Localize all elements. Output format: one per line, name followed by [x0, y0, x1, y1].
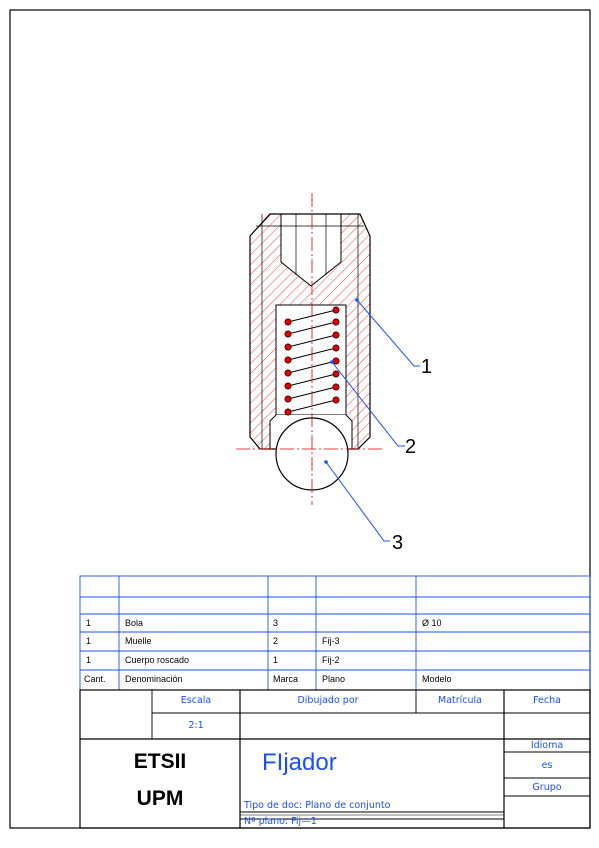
drawing-number: Nº plano: Fij—1	[244, 816, 317, 827]
center-lines	[236, 193, 385, 505]
spring-wire-sections	[284, 306, 340, 416]
section-view	[236, 193, 385, 505]
row-1-quantity: 1	[86, 618, 92, 628]
header-mark: Marca	[273, 674, 299, 684]
row-2-mark: 2	[273, 636, 279, 646]
language-value: es	[541, 760, 553, 771]
row-2-name: Muelle	[125, 636, 152, 646]
leader-lines	[325, 299, 420, 542]
row-3-quantity: 1	[86, 655, 92, 665]
header-quantity: Cant.	[84, 674, 106, 684]
drawing-title: FIjador	[262, 749, 337, 776]
balloon-2: 2	[405, 436, 417, 458]
date-label: Fecha	[533, 695, 561, 706]
parts-list-grid	[79, 575, 591, 691]
row-2-sheet: Fij-3	[322, 636, 340, 646]
row-3-name: Cuerpo roscado	[125, 655, 190, 665]
row-3-sheet: Fij-2	[322, 655, 340, 665]
header-model: Modelo	[422, 674, 452, 684]
header-sheet: Plano	[322, 674, 346, 684]
balloon-1: 1	[421, 356, 433, 378]
drawn-by-label: Dibujado por	[297, 695, 359, 706]
row-3-mark: 1	[273, 655, 279, 665]
balloon-3: 3	[392, 532, 404, 554]
row-1-mark: 3	[273, 618, 279, 628]
title-block-grid	[79, 689, 591, 829]
row-1-name: Bola	[125, 618, 144, 628]
scale-label: Escala	[180, 695, 212, 706]
header-name: Denominación	[125, 674, 183, 684]
doc-type: Tipo de doc: Plano de conjunto	[244, 800, 391, 811]
scale-value: 2:1	[188, 720, 204, 731]
registration-label: Matrícula	[438, 695, 482, 706]
row-2-quantity: 1	[86, 636, 92, 646]
row-1-model: Ø 10	[422, 618, 442, 628]
language-label: Idioma	[530, 740, 564, 751]
school-name-line1: ETSII	[133, 750, 187, 773]
group-label: Grupo	[532, 782, 562, 793]
school-name-line2: UPM	[136, 787, 184, 810]
